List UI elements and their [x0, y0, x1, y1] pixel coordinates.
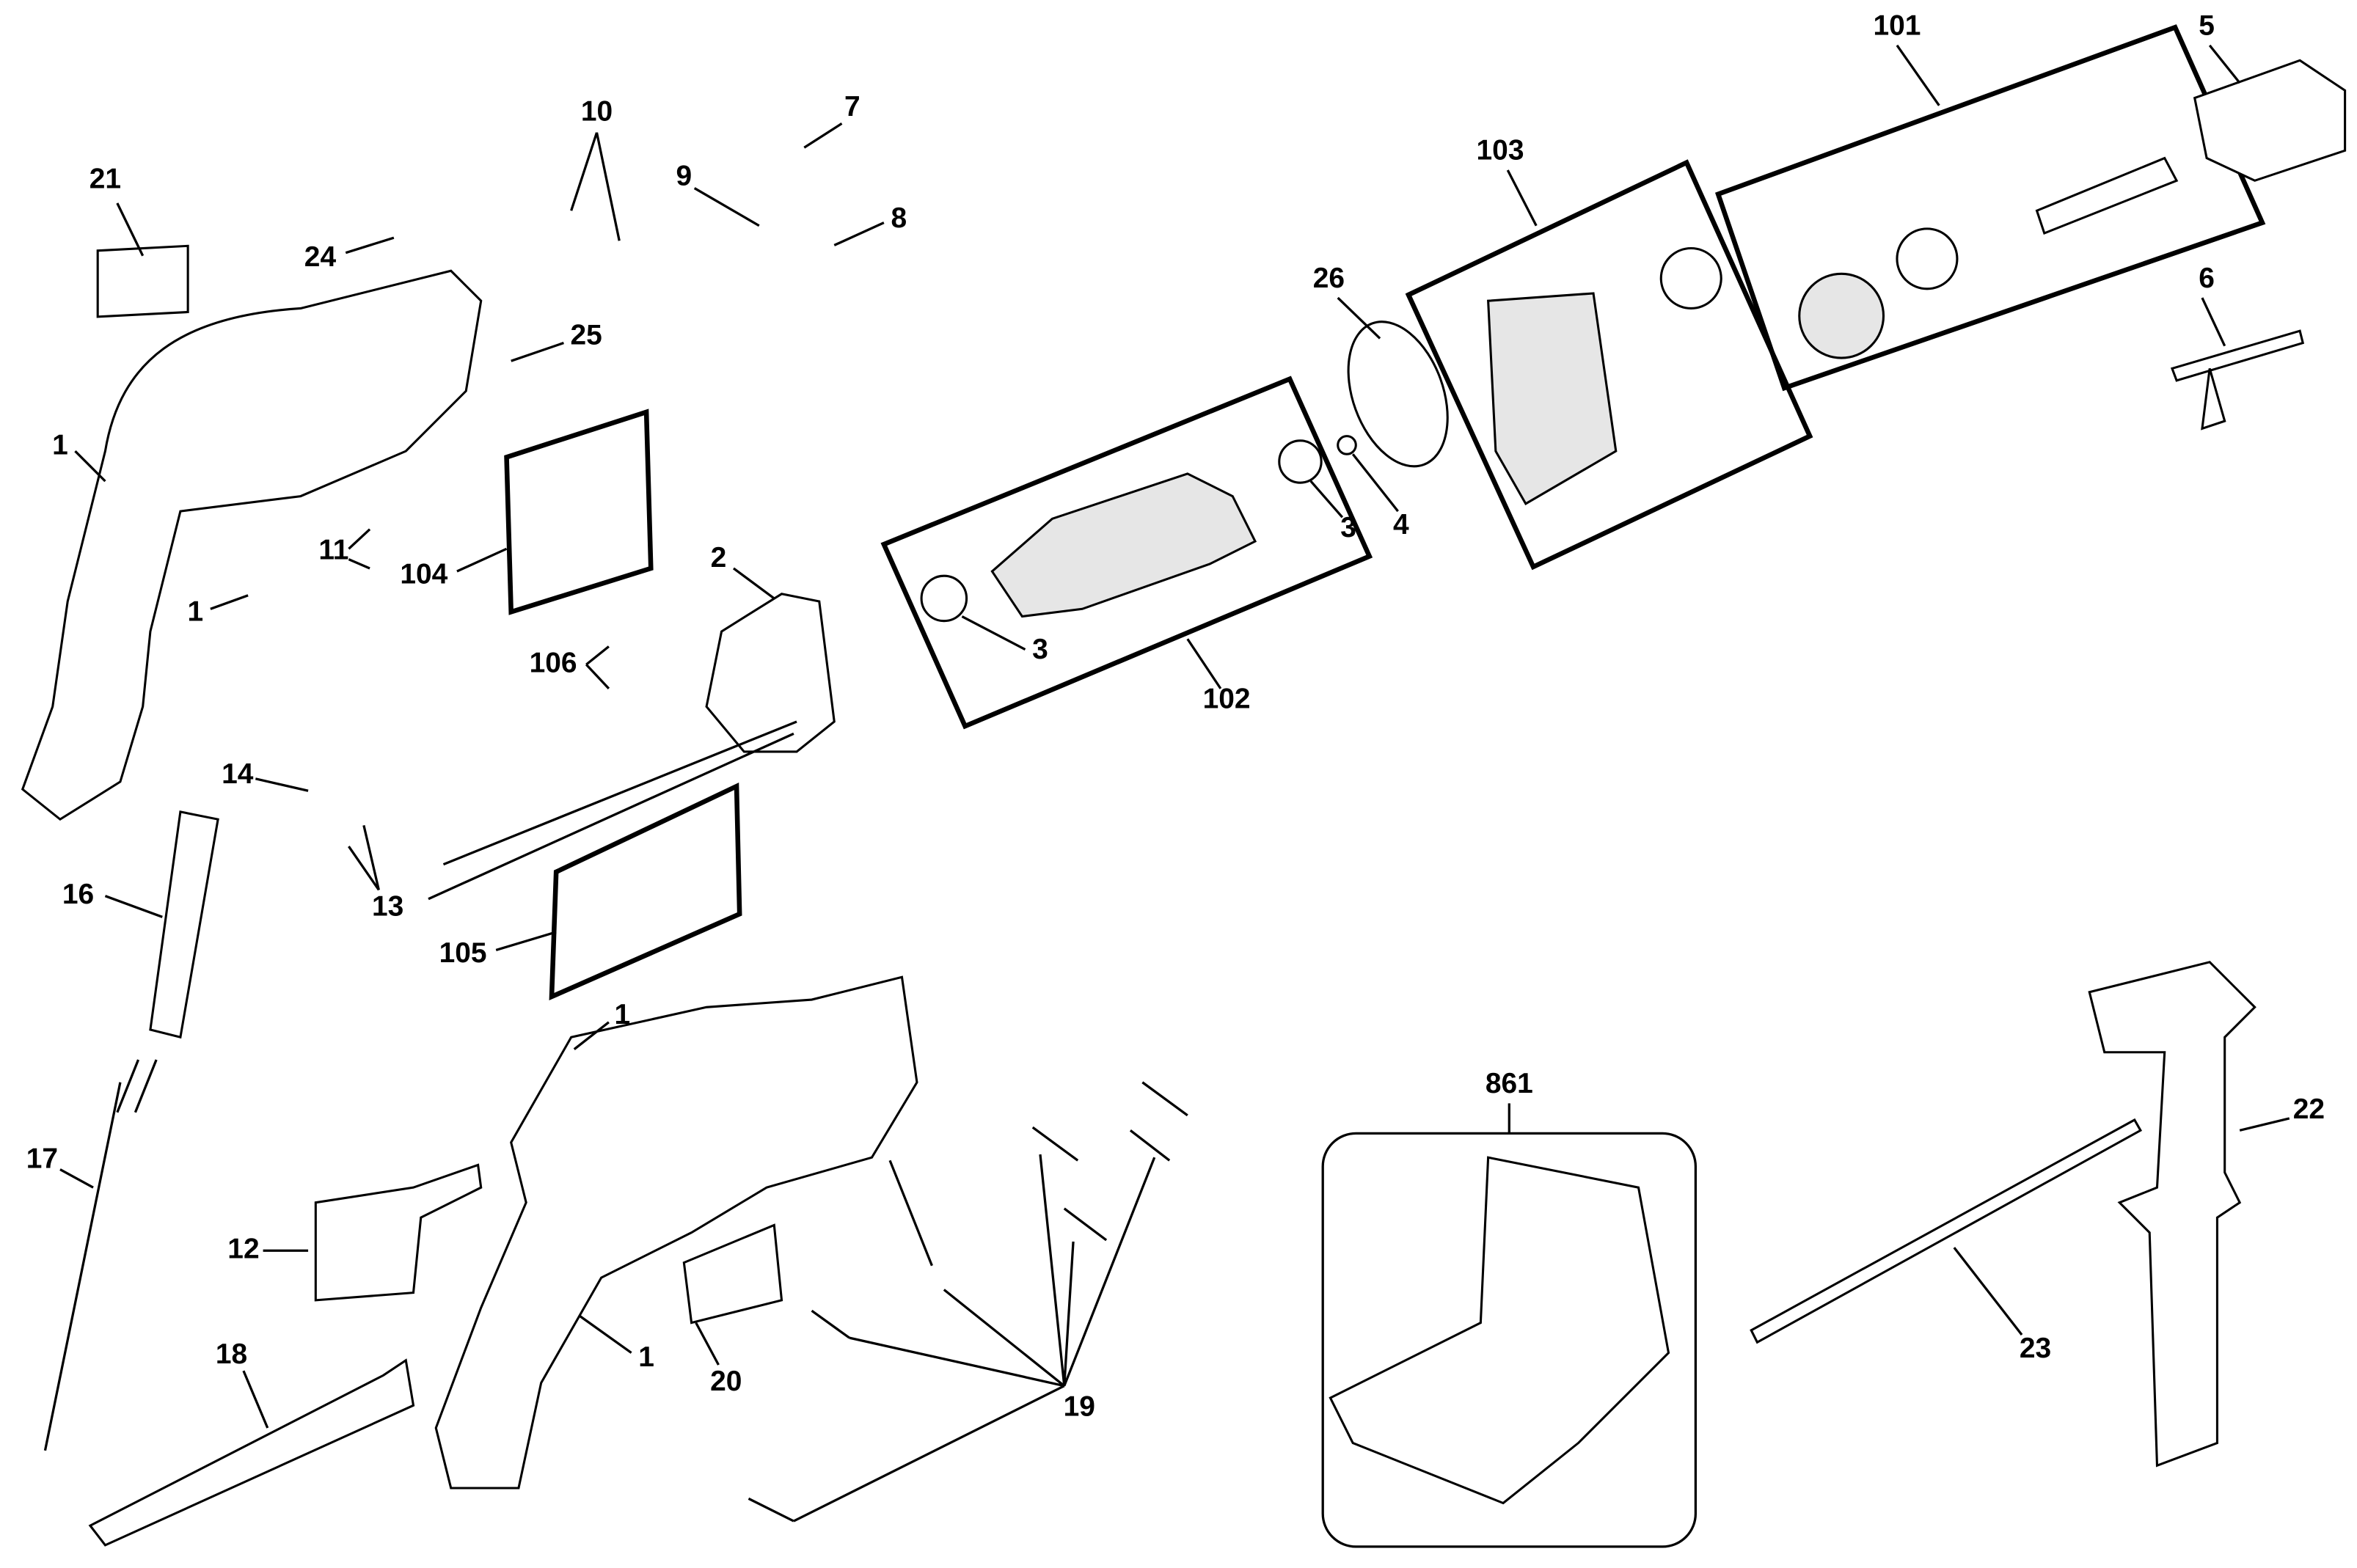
callout-2: 2 [711, 542, 727, 574]
label-21 [96, 244, 189, 318]
callout-labels: 21 24 10 7 9 8 25 1 11 104 1 2 106 3 3 4… [26, 10, 2325, 1423]
housing-half-right [434, 975, 918, 1490]
callout-17: 17 [26, 1143, 58, 1175]
callout-3: 3 [1032, 634, 1048, 665]
washer-4 [1337, 435, 1357, 455]
kit-box-101 [1714, 24, 2266, 392]
callout-6: 6 [2199, 263, 2215, 294]
carry-case-861 [1329, 1156, 1670, 1505]
callout-103: 103 [1477, 135, 1524, 166]
bearing-101 [1896, 227, 1959, 290]
callout-25: 25 [571, 320, 602, 351]
callout-101: 101 [1873, 10, 1921, 42]
cord-17 [43, 1059, 158, 1451]
bearing-3a [920, 574, 968, 623]
kit-box-103 [1405, 159, 1813, 571]
callout-4: 4 [1393, 509, 1409, 541]
gear-101 [1798, 272, 1885, 359]
callout-7: 7 [844, 91, 860, 122]
callout-1: 1 [638, 1341, 654, 1373]
side-handle-22 [2088, 961, 2256, 1468]
callout-20: 20 [710, 1366, 742, 1397]
callout-12: 12 [227, 1234, 259, 1265]
callout-24: 24 [304, 241, 337, 273]
kit-box-104 [504, 409, 654, 615]
screws-19 [748, 1081, 1188, 1523]
callout-14: 14 [222, 758, 254, 790]
kit-box-105 [549, 782, 742, 1001]
callout-1: 1 [188, 596, 204, 628]
gear-plate-103 [1487, 292, 1618, 505]
callout-26: 26 [1313, 263, 1345, 294]
callout-102: 102 [1203, 684, 1251, 715]
label-20 [682, 1223, 783, 1325]
callout-18: 18 [216, 1338, 247, 1370]
armature [990, 472, 1257, 618]
callout-5: 5 [2199, 10, 2215, 42]
field-wires [428, 720, 797, 901]
switch-12 [314, 1163, 483, 1302]
callout-1: 1 [615, 999, 631, 1030]
callout-104: 104 [400, 558, 447, 590]
cord-guard-16 [149, 810, 219, 1039]
callout-8: 8 [891, 202, 907, 234]
callout-23: 23 [2020, 1333, 2051, 1364]
housing-half-left [21, 269, 483, 821]
callout-106: 106 [530, 647, 577, 678]
kit-box-102 [880, 375, 1373, 730]
callout-9: 9 [676, 160, 693, 191]
callout-11: 11 [318, 535, 348, 566]
callout-19: 19 [1064, 1391, 1095, 1423]
o-ring-26 [1347, 320, 1449, 468]
chuck-5 [2193, 59, 2347, 182]
callout-3: 3 [1340, 512, 1356, 543]
bearing-3b [1278, 439, 1323, 484]
depth-rod-18 [88, 1358, 415, 1547]
leader-lines [59, 44, 2290, 1523]
callout-21: 21 [89, 164, 121, 195]
depth-rod-23 [1750, 1118, 2143, 1344]
callout-16: 16 [62, 879, 94, 910]
spindle-101 [2035, 156, 2179, 235]
gear-103 [1659, 246, 1722, 309]
callout-105: 105 [439, 937, 487, 969]
callout-13: 13 [372, 890, 403, 922]
callout-22: 22 [2293, 1093, 2325, 1125]
callout-10: 10 [581, 95, 613, 127]
field-stator [705, 593, 836, 753]
chuck-key-6 [2170, 329, 2305, 431]
callout-861: 861 [1486, 1068, 1533, 1099]
callout-1: 1 [52, 429, 68, 461]
